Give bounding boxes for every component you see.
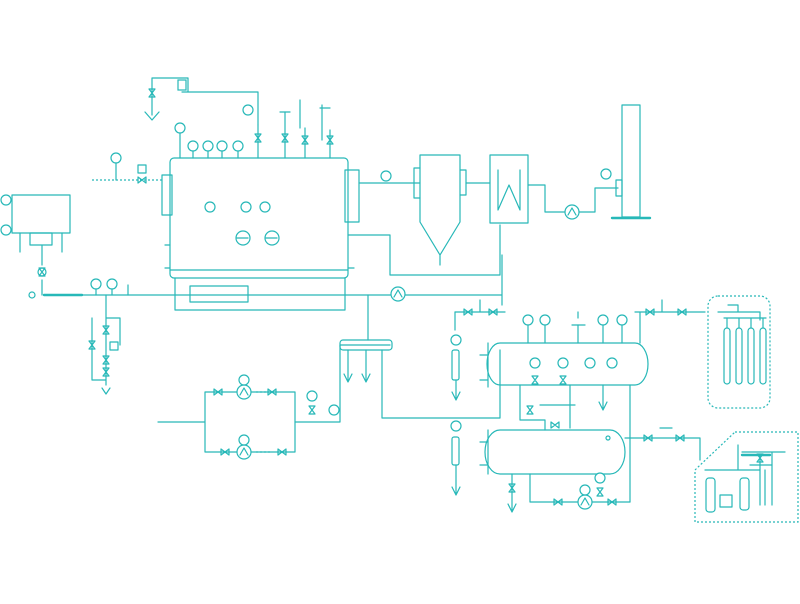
feed-pump-icon bbox=[236, 384, 252, 400]
drum-lower bbox=[450, 420, 701, 513]
vent-line-top-left bbox=[144, 77, 259, 126]
main-feed-line bbox=[42, 254, 503, 395]
gas-cylinder-icon bbox=[739, 477, 750, 511]
gas-cylinder-icon bbox=[705, 477, 716, 513]
diagram-root bbox=[0, 77, 799, 523]
pump-skid-left bbox=[157, 344, 391, 460]
gas-cylinder-icon bbox=[723, 327, 731, 385]
feed-pump-icon bbox=[236, 444, 252, 460]
pressure-gauge-icon bbox=[242, 104, 254, 116]
drum-upper bbox=[450, 299, 706, 503]
gas-cylinder-icon bbox=[747, 327, 755, 385]
gas-cylinder-icon bbox=[735, 327, 743, 385]
firebox-window bbox=[189, 285, 249, 303]
boiler-main bbox=[92, 99, 360, 311]
chemical-dosing-unit bbox=[694, 431, 799, 523]
gas-cylinder-icon bbox=[759, 327, 767, 385]
circulation-pump-icon bbox=[390, 286, 406, 302]
auxiliary-tank-left bbox=[0, 194, 71, 299]
flue-gas-treatment bbox=[347, 104, 652, 276]
distribution-header bbox=[339, 294, 501, 419]
transfer-pump-icon bbox=[577, 494, 593, 510]
trap-icon bbox=[177, 79, 187, 91]
chimney-stack bbox=[621, 104, 641, 218]
dosing-cabinet bbox=[707, 295, 771, 409]
induced-draft-fan-icon bbox=[564, 204, 580, 220]
